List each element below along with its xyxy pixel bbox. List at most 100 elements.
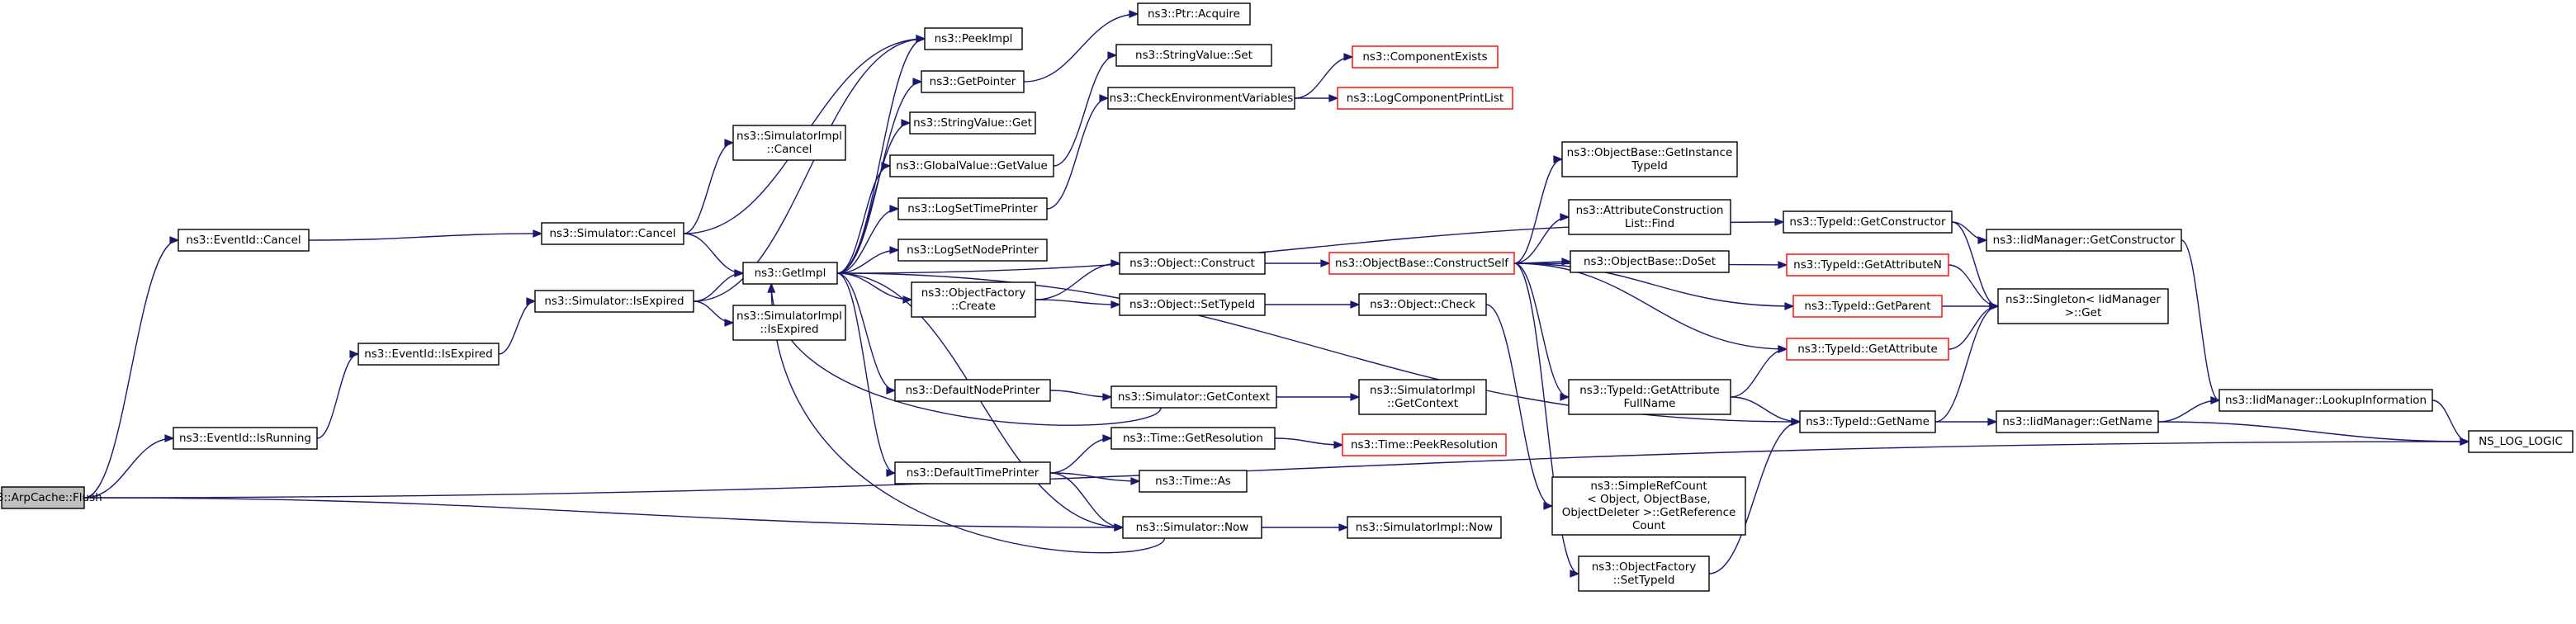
edge-tid_getname-to-singleton_get [1934,302,2000,423]
edge-gv_getvalue-to-sv_set [1053,51,1118,167]
edge-flush-to-ns_log_logic [83,437,2470,499]
edge-getimpl-to-logsettime [836,205,900,274]
node-ev_isexpired[interactable]: ns3::EventId::IsExpired [358,343,500,366]
node-logsetnode[interactable]: ns3::LogSetNodePrinter [897,239,1048,262]
node-box [1568,199,1731,235]
node-time_peekres[interactable]: ns3::Time::PeekResolution [1342,433,1507,456]
edge-flush-to-sim_now [83,497,1125,532]
node-getimpl[interactable]: ns3::GetImpl [742,262,838,285]
edge-getimpl-to-deftimeprinter [836,272,897,477]
node-tid_getattr[interactable]: ns3::TypeId::GetAttribute [1786,338,1949,361]
node-label: ns3::EventId::Cancel [186,234,301,247]
edge-checkenv-to-logcompprint [1294,94,1339,102]
node-flush[interactable]: ns3::ArpCache::Flush [0,486,102,509]
edge-sim_isexpired-to-simimpl_isexpired [693,300,735,327]
node-box [1561,141,1738,177]
node-label: < Object, ObjectBase, [1587,493,1710,506]
node-obj_settypeid[interactable]: ns3::Object::SetTypeId [1119,293,1266,316]
node-box [1337,87,1513,110]
node-logcompprint[interactable]: ns3::LogComponentPrintList [1337,87,1513,110]
node-logsettime[interactable]: ns3::LogSetTimePrinter [897,197,1048,220]
node-of_settypeid[interactable]: ns3::ObjectFactory::SetTypeId [1578,555,1710,592]
node-of_create[interactable]: ns3::ObjectFactory::Create [911,281,1036,318]
edge-getimpl-to-sv_get [836,119,912,274]
node-sv_get[interactable]: ns3::StringValue::Get [909,111,1036,135]
node-sim_now[interactable]: ns3::Simulator::Now [1122,516,1262,539]
node-box [1568,379,1731,415]
node-tid_getconstructor[interactable]: ns3::TypeId::GetConstructor [1783,210,1953,234]
edge-ob_constructself-to-tid_getattrfull [1513,262,1570,401]
node-box [911,281,1036,318]
node-obj_construct[interactable]: ns3::Object::Construct [1119,252,1266,275]
edge-time_getres-to-time_peekres [1274,437,1344,449]
node-label: FullName [1624,397,1676,410]
node-ob_doset[interactable]: ns3::ObjectBase::DoSet [1570,250,1730,273]
node-label: ns3::GetImpl [755,267,826,280]
node-simimpl_getcontext[interactable]: ns3::SimulatorImpl::GetContext [1358,379,1487,415]
edge-obj_construct-to-ob_constructself [1264,259,1331,267]
edge-ob_constructself-to-acl_find [1513,213,1570,264]
node-ev_isrunning[interactable]: ns3::EventId::IsRunning [173,427,318,450]
node-simimpl_isexpired[interactable]: ns3::SimulatorImpl::IsExpired [732,305,846,341]
node-ptr_acquire[interactable]: ns3::Ptr::Acquire [1137,2,1251,26]
call-edges [83,10,2470,578]
node-label: ns3::SimpleRefCount [1590,480,1707,493]
node-box [1570,250,1730,273]
node-sv_set[interactable]: ns3::StringValue::Set [1115,44,1272,67]
node-box [1358,379,1487,415]
node-box [921,70,1025,93]
node-checkenv[interactable]: ns3::CheckEnvironmentVariables [1107,87,1295,110]
node-label: ns3::IidManager::GetName [2002,415,2152,428]
node-compexists[interactable]: ns3::ComponentExists [1352,45,1499,69]
node-sim_cancel[interactable]: ns3::Simulator::Cancel [541,222,684,245]
edge-sim_cancel-to-getimpl [683,233,745,277]
node-time_as[interactable]: ns3::Time::As [1139,470,1248,493]
node-tid_getparent[interactable]: ns3::TypeId::GetParent [1792,295,1943,318]
node-sim_isexpired[interactable]: ns3::Simulator::IsExpired [534,290,694,313]
node-label: ns3::TypeId::GetAttribute [1579,384,1720,397]
edge-sim_now-to-simimpl_now [1261,523,1349,532]
node-simimpl_cancel[interactable]: ns3::SimulatorImpl::Cancel [732,125,846,161]
node-iid_getname[interactable]: ns3::IidManager::GetName [1996,410,2159,433]
node-ob_constructself[interactable]: ns3::ObjectBase::ConstructSelf [1328,252,1515,275]
node-box [1358,293,1487,316]
node-box [534,290,694,313]
node-peekimpl[interactable]: ns3::PeekImpl [924,27,1023,50]
node-iid_getconstructor[interactable]: ns3::IidManager::GetConstructor [1986,229,2182,252]
edge-logsettime-to-checkenv [1046,94,1110,210]
node-singleton_get[interactable]: ns3::Singleton< IidManager >::Get [1997,288,2169,324]
node-time_getres[interactable]: ns3::Time::GetResolution [1110,427,1276,450]
node-deftimeprinter[interactable]: ns3::DefaultTimePrinter [894,461,1051,485]
node-simplerefcount[interactable]: ns3::SimpleRefCount< Object, ObjectBase,… [1551,476,1746,536]
node-box [541,222,684,245]
node-getpointer[interactable]: ns3::GetPointer [921,70,1025,93]
node-box [889,154,1054,177]
node-box [732,305,846,341]
node-defnodeprinter[interactable]: ns3::DefaultNodePrinter [894,379,1051,402]
node-label: ::Create [951,300,996,313]
node-sim_getcontext[interactable]: ns3::Simulator::GetContext [1110,385,1277,409]
node-label: ns3::Ptr::Acquire [1148,7,1240,21]
edge-iid_lookup-to-ns_log_logic [2432,399,2470,446]
node-tid_getname[interactable]: ns3::TypeId::GetName [1799,410,1936,433]
node-tid_getattrn[interactable]: ns3::TypeId::GetAttributeN [1786,253,1949,277]
node-box [894,461,1051,485]
node-iid_lookup[interactable]: ns3::IidManager::LookupInformation [2218,389,2433,412]
node-label: ns3::LogComponentPrintList [1347,92,1503,105]
node-ev_cancel[interactable]: ns3::EventId::Cancel [178,229,310,252]
node-box [178,229,310,252]
node-obj_check[interactable]: ns3::Object::Check [1358,293,1487,316]
node-box [1786,253,1949,277]
node-label: ns3::Simulator::Now [1136,521,1249,534]
node-simimpl_now[interactable]: ns3::SimulatorImpl::Now [1347,516,1502,539]
node-label: ns3::DefaultNodePrinter [906,384,1040,397]
node-ns_log_logic[interactable]: NS_LOG_LOGIC [2468,430,2574,453]
edge-defnodeprinter-to-sim_getcontext [1049,390,1113,401]
node-box [1997,288,2169,324]
node-gv_getvalue[interactable]: ns3::GlobalValue::GetValue [889,154,1054,177]
node-box [1347,516,1502,539]
